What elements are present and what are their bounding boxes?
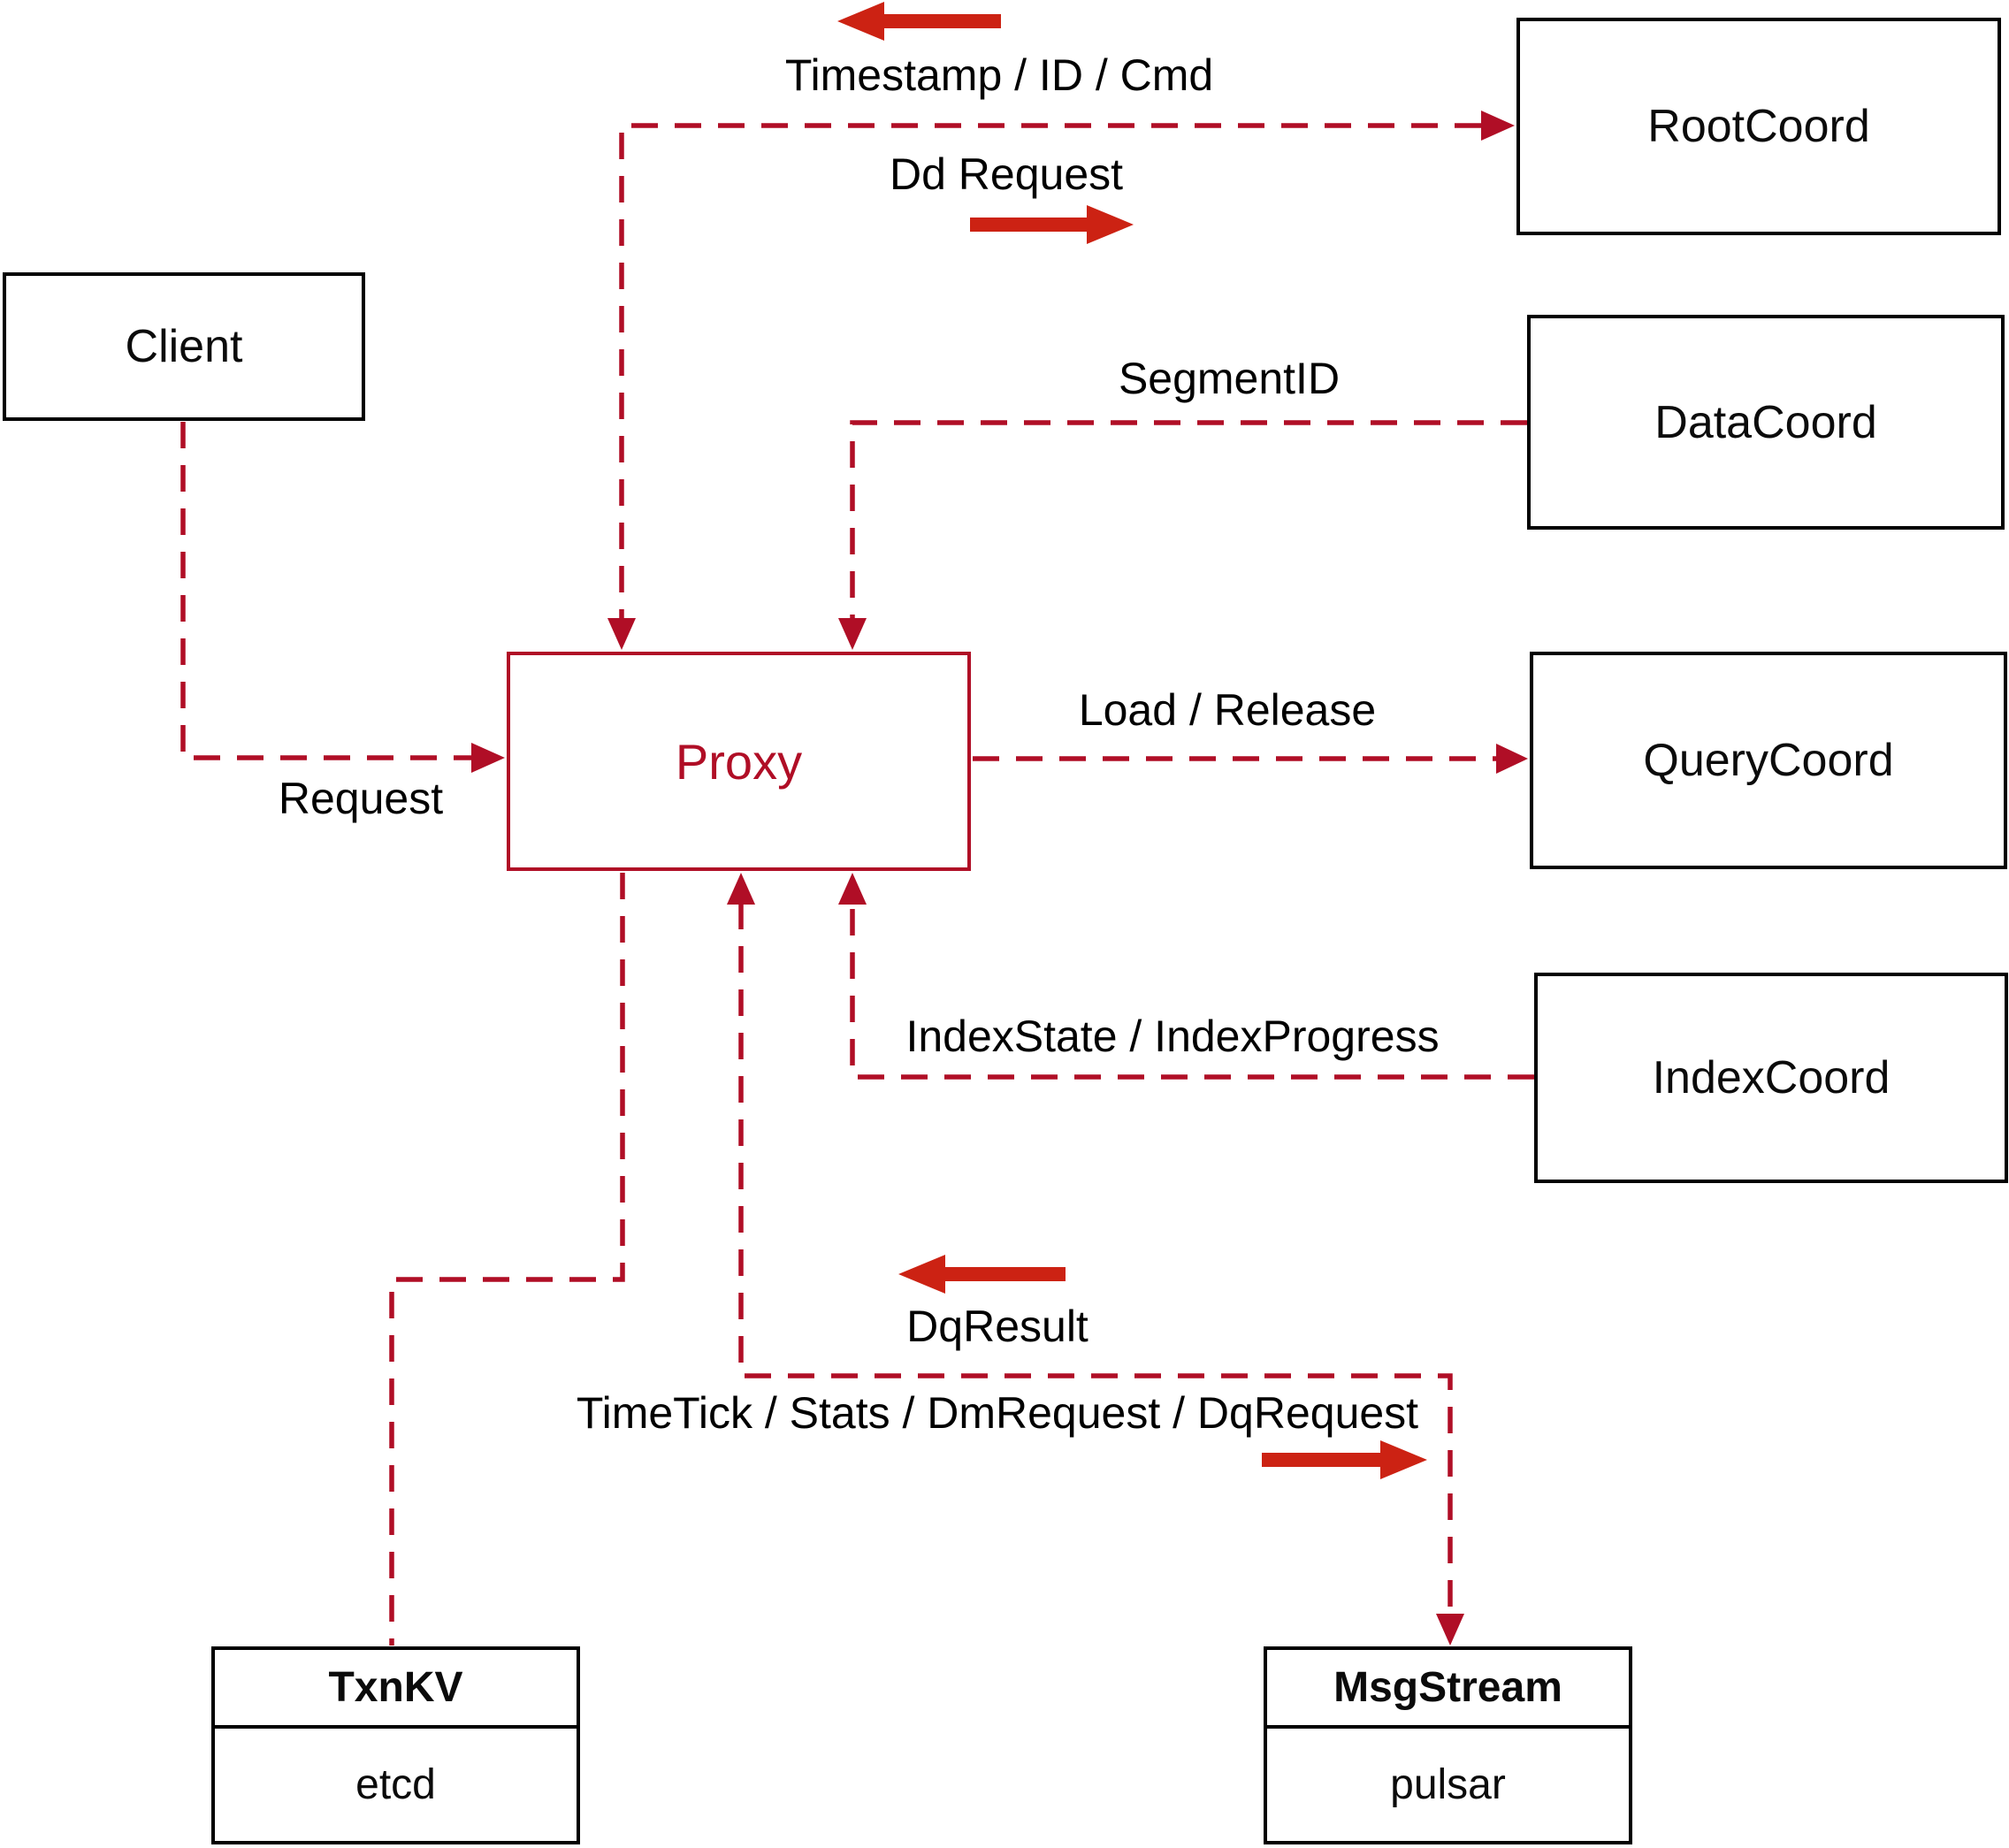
edge-label-dqresult: DqResult [906, 1302, 1089, 1351]
edge-label-request: Request [278, 774, 444, 823]
direction-arrow-right-dd-request-icon [970, 205, 1134, 244]
connector-proxy-msgstream [738, 903, 1453, 1615]
connector-proxy-to-txnkv [389, 873, 625, 1646]
rootcoord-label: RootCoord [1647, 101, 1870, 152]
arrowhead-into-proxy-left-icon [471, 743, 505, 773]
msgstream-impl: pulsar [1390, 1761, 1506, 1808]
node-txnkv: TxnKV etcd [211, 1646, 580, 1844]
node-msgstream: MsgStream pulsar [1264, 1646, 1632, 1844]
edge-label-load-release: Load / Release [1078, 685, 1377, 735]
node-client: Client [3, 272, 365, 421]
txnkv-impl: etcd [355, 1761, 436, 1808]
node-datacoord: DataCoord [1527, 315, 2005, 530]
proxy-label: Proxy [675, 733, 803, 790]
arrowhead-into-proxy-bottom-right-icon [838, 873, 867, 905]
arrowhead-into-proxy-top-right-icon [838, 618, 867, 650]
arrowhead-into-msgstream-icon [1436, 1614, 1464, 1646]
connector-indexcoord-to-proxy [850, 903, 1534, 1080]
connector-client-to-proxy [180, 422, 473, 760]
arrowhead-into-querycoord-icon [1496, 744, 1528, 774]
arrowhead-into-proxy-bottom-left-icon [727, 873, 755, 905]
connector-datacoord-to-proxy [850, 420, 1527, 620]
arrowhead-into-rootcoord-icon [1481, 111, 1515, 141]
client-label: Client [125, 321, 243, 372]
node-proxy: Proxy [507, 652, 971, 871]
indexcoord-label: IndexCoord [1652, 1052, 1891, 1103]
msgstream-header: MsgStream [1267, 1650, 1629, 1729]
edge-label-timestamp-id-cmd: Timestamp / ID / Cmd [784, 50, 1214, 100]
datacoord-label: DataCoord [1654, 396, 1877, 448]
node-rootcoord: RootCoord [1516, 18, 2001, 235]
edge-label-dd-request: Dd Request [889, 149, 1124, 199]
edge-label-indexstate-indexprogress: IndexState / IndexProgress [905, 1012, 1440, 1061]
edge-label-timetick-stats-dmrequest-dqrequest: TimeTick / Stats / DmRequest / DqRequest [576, 1388, 1419, 1438]
arrowhead-into-proxy-top-left-icon [607, 618, 636, 650]
node-querycoord: QueryCoord [1530, 652, 2007, 869]
txnkv-header: TxnKV [215, 1650, 577, 1729]
direction-arrow-left-timestamp-icon [837, 2, 1001, 41]
direction-arrow-right-timetick-icon [1262, 1440, 1427, 1479]
connector-proxy-rootcoord [619, 123, 1481, 620]
edge-label-segmentid: SegmentID [1118, 354, 1341, 403]
direction-arrow-left-dqresult-icon [898, 1255, 1066, 1294]
node-indexcoord: IndexCoord [1534, 973, 2008, 1183]
querycoord-label: QueryCoord [1643, 735, 1894, 786]
